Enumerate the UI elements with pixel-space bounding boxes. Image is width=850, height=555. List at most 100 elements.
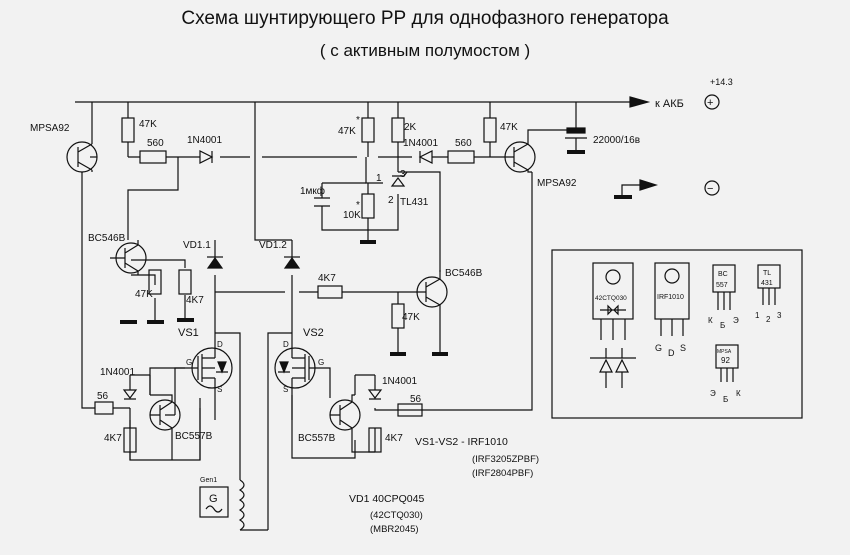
resistor-47k-5 bbox=[391, 303, 405, 329]
bc557-pin-b: Б bbox=[720, 321, 725, 330]
resistor-4k7-4 bbox=[368, 427, 382, 453]
tl431-top: TL bbox=[763, 270, 771, 277]
note-vs-line3: (IRF2804PBF) bbox=[472, 468, 533, 479]
pinout-panel bbox=[551, 249, 803, 419]
diode-1n4001-1 bbox=[199, 150, 214, 164]
resistor-4k7-1 bbox=[178, 269, 192, 295]
note-vs-line1: VS1-VS2 - IRF1010 bbox=[415, 436, 508, 448]
labels: +14.3 к АКБ + − 22000/16в MPSA92 MPSA92 … bbox=[30, 77, 782, 535]
vs1-label: VS1 bbox=[178, 327, 199, 339]
package-irf1010 bbox=[654, 262, 690, 320]
transistor-bc546b-right bbox=[416, 276, 448, 308]
u1-pin3: 3 bbox=[400, 169, 406, 180]
mpsa-pin-b: Б bbox=[723, 395, 728, 404]
wires bbox=[75, 101, 630, 530]
ground-symbols bbox=[120, 150, 632, 356]
r2-label: 560 bbox=[147, 138, 164, 149]
c1-label: 1мкф bbox=[300, 185, 325, 197]
resistor-56-2 bbox=[397, 403, 423, 417]
r1-label: 47K bbox=[139, 119, 157, 130]
pkg-irf1010-label: IRF1010 bbox=[657, 294, 684, 301]
u1-label: TL431 bbox=[400, 197, 429, 208]
r13-label: 4K7 bbox=[104, 433, 122, 444]
resistors bbox=[94, 117, 497, 453]
vs1-pin-g: G bbox=[186, 358, 192, 367]
diode-pinout-schematic bbox=[590, 357, 636, 373]
resistor-4k7-3 bbox=[123, 427, 137, 453]
vd11-label: VD1.1 bbox=[183, 240, 211, 251]
diode-1n4001-2 bbox=[418, 150, 433, 164]
transistors bbox=[66, 102, 576, 460]
battery-label: к АКБ bbox=[655, 98, 684, 110]
schematic-subtitle: ( с активным полумостом ) bbox=[319, 41, 531, 60]
bc557-pin-e: Э bbox=[733, 316, 739, 325]
supply-arrows bbox=[621, 94, 720, 196]
d3-label: 1N4001 bbox=[100, 367, 135, 378]
d2-label: 1N4001 bbox=[403, 138, 438, 149]
q4-label: BC546B bbox=[445, 268, 483, 279]
r3-star: * bbox=[356, 115, 360, 126]
r9-label: 4K7 bbox=[186, 295, 204, 306]
resistor-560-1 bbox=[139, 150, 167, 164]
r8-label: 47K bbox=[135, 289, 153, 300]
r14-label: 56 bbox=[410, 394, 422, 405]
irf-pin-g: G bbox=[655, 343, 662, 353]
vs2-pin-g: G bbox=[318, 358, 324, 367]
generator-symbol bbox=[199, 486, 229, 518]
vs2-label: VS2 bbox=[303, 327, 324, 339]
plus-sign: + bbox=[707, 97, 713, 109]
resistor-10k bbox=[361, 193, 375, 219]
resistor-47k-4 bbox=[148, 269, 162, 295]
bc557-top: BC bbox=[718, 271, 728, 278]
minus-sign: − bbox=[707, 183, 713, 195]
generator bbox=[199, 479, 268, 531]
note-vd-line2: (42CTQ030) bbox=[370, 510, 423, 521]
plus-terminal-icon bbox=[704, 94, 720, 110]
bc557-pin-k: К bbox=[708, 316, 713, 325]
capacitors bbox=[314, 127, 587, 207]
resistor-47k-2 bbox=[361, 117, 375, 143]
r7-label: 10K bbox=[343, 210, 361, 221]
generator-coil bbox=[238, 479, 245, 531]
u1-pin1: 1 bbox=[376, 173, 382, 184]
mpsa-top: MPSA bbox=[717, 349, 732, 355]
d1-label: 1N4001 bbox=[187, 135, 222, 146]
tl431-pin2: 2 bbox=[766, 315, 771, 324]
r11-label: 47K bbox=[402, 312, 420, 323]
resistor-47k-1 bbox=[121, 117, 135, 143]
schematic-title: Схема шунтирующего РР для однофазного ге… bbox=[181, 8, 669, 29]
vd12-label: VD1.2 bbox=[259, 240, 287, 251]
gen-label: Gen1 bbox=[200, 477, 217, 484]
resistor-560-2 bbox=[447, 150, 475, 164]
vs2-pin-d: D bbox=[283, 340, 289, 349]
q1-label: MPSA92 bbox=[30, 123, 70, 134]
q3-label: BC546B bbox=[88, 233, 126, 244]
tl431-pin1: 1 bbox=[755, 311, 760, 320]
resistor-56-1 bbox=[94, 401, 114, 415]
vs1-pin-d: D bbox=[217, 340, 223, 349]
capacitor-1uf bbox=[314, 197, 330, 207]
r4-label: 2K bbox=[404, 122, 417, 133]
resistor-4k7-2 bbox=[317, 285, 343, 299]
r7-star: * bbox=[356, 200, 360, 211]
r5-label: 560 bbox=[455, 138, 472, 149]
u1-pin2: 2 bbox=[388, 195, 394, 206]
minus-arrow bbox=[639, 179, 659, 191]
bc557-bottom: 557 bbox=[716, 282, 728, 289]
r15-label: 4K7 bbox=[385, 433, 403, 444]
capacitor-main-label: 22000/16в bbox=[593, 135, 640, 146]
vd1-1-diode bbox=[206, 256, 224, 269]
mpsa-pin-k: К bbox=[736, 389, 741, 398]
note-vd-line1: VD1 40CPQ045 bbox=[349, 493, 424, 505]
battery-arrow bbox=[629, 96, 651, 108]
r6-label: 47K bbox=[500, 122, 518, 133]
diode-1n4001-3 bbox=[122, 389, 138, 400]
tl431-bottom: 431 bbox=[761, 280, 773, 287]
r3-label: 47K bbox=[338, 126, 356, 137]
pkg-42ctq030-label: 42CTQ030 bbox=[595, 295, 627, 302]
r10-label: 4K7 bbox=[318, 273, 336, 284]
gen-g-label: G bbox=[209, 493, 218, 505]
minus-terminal-icon bbox=[704, 180, 720, 196]
vs2-pin-s: S bbox=[283, 385, 288, 394]
q2-label: MPSA92 bbox=[537, 178, 577, 189]
